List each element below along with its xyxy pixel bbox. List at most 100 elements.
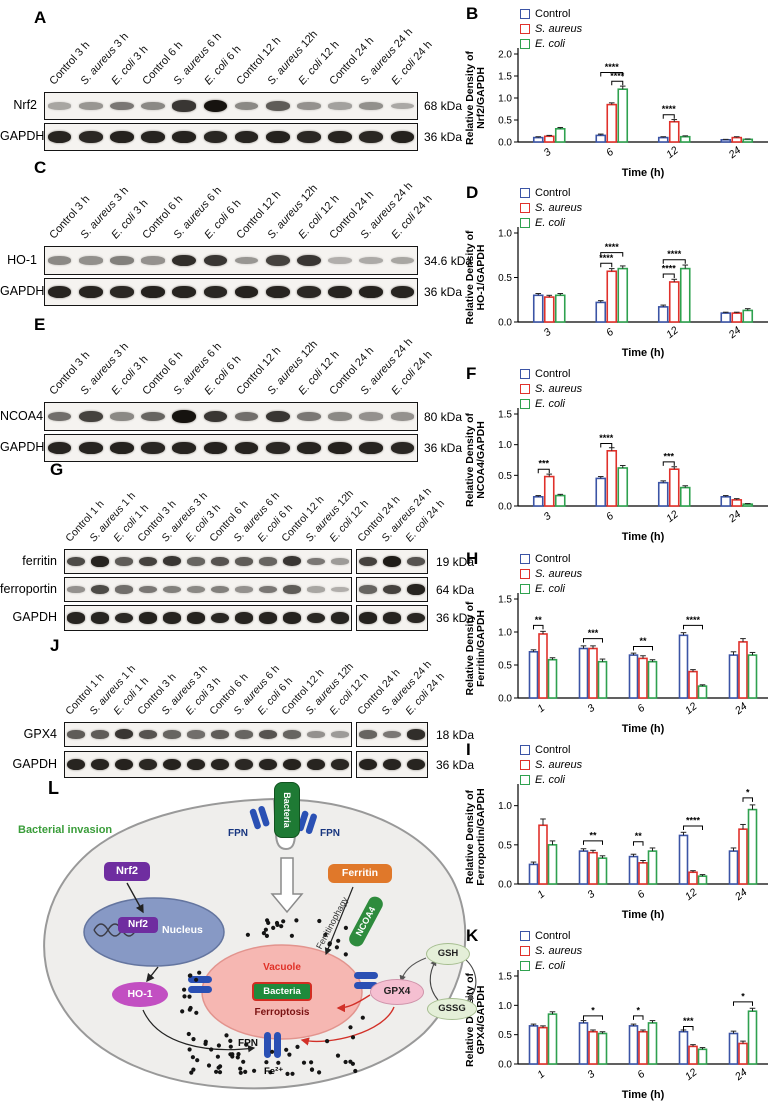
bar-K-E. coli-24 [747,1010,758,1065]
svg-text:****: **** [599,253,614,263]
lane-label: Control 6 h [140,39,186,88]
lane-label: S. aureus 12h [265,182,320,242]
blot-band [234,286,259,298]
blot-row-name: Nrf2 [13,98,37,112]
svg-text:12: 12 [683,886,700,903]
lane-label: E. coli 6 h [255,675,296,718]
bacteria-top-box: Bacteria [274,782,300,838]
blot-band [406,612,426,624]
legend-item: Control [520,743,582,757]
blot-band [390,442,415,454]
entry-arrow [270,857,304,914]
legend-item: E. coli [520,216,582,230]
legend-label: E. coli [535,960,565,972]
bar-B-Control-24 [720,139,732,143]
bar-K-E. coli-6 [647,1022,658,1065]
lane-label: Control 6 h [207,671,251,718]
panel-letter-F: F [466,364,477,383]
blot-box-GPX4 [356,722,428,747]
legend-swatch [520,569,530,579]
svg-text:0.0: 0.0 [498,880,512,891]
legend-label: E. coli [535,398,565,410]
blot-band [282,758,302,771]
bar-H-Control-12 [678,634,689,699]
blot-band [78,131,103,143]
legend-item: E. coli [520,37,582,51]
kda-label: 36 kDa [424,285,463,299]
lane-label: E. coli 3 h [183,502,224,545]
blot-band [330,731,350,738]
bacteria-inner-box: Bacteria [252,982,312,1001]
bar-H-E. coli-6 [647,660,658,699]
blot-band [66,556,86,567]
blot-band [47,102,72,110]
svg-text:Time (h): Time (h) [622,723,665,735]
blot-band [186,730,206,739]
blot-box-GAPDH [64,751,352,778]
blot-band [114,585,134,594]
bar-F-S. aureus-3 [543,475,555,507]
fpn-transporter-vacuole-left [188,976,212,993]
lane-label: Control 24 h [327,34,377,88]
arrow-ho1-to-fpn [142,1009,256,1053]
lane-label: E. coli 12 h [327,497,372,545]
legend-swatch [520,554,530,564]
blot-band [234,101,259,111]
legend-swatch [520,203,530,213]
fe2-label: Fe²⁺ [264,1066,284,1077]
legend-label: E. coli [535,583,565,595]
legend-label: Control [535,553,571,565]
blot-band [210,758,230,771]
gsh-ellipse: GSH [426,943,470,965]
blot-box-ferritin [356,549,428,574]
legend-label: S. aureus [535,945,583,957]
svg-text:**: ** [639,636,647,646]
legend-swatch [520,369,530,379]
svg-text:0.5: 0.5 [498,1030,512,1041]
blot-band [172,286,197,298]
blot-band [265,286,290,298]
panel-letter-E: E [34,315,46,334]
panel-L-diagram: L Bacterial invasion Bacteria FPN FPN Nr… [6,776,490,1104]
svg-text:12: 12 [664,324,681,341]
blot-band [66,730,86,739]
bar-K-Control-12 [678,1030,689,1065]
svg-text:1.0: 1.0 [498,94,512,105]
blot-band [330,586,350,593]
bar-I-S. aureus-24 [738,828,748,885]
lane-label: E. coli 6 h [202,43,245,88]
blot-band [306,586,326,593]
lane-label: S. aureus 1 h [87,662,139,718]
blot-band [328,257,352,264]
blot-row-name: GPX4 [23,726,57,741]
blot-band [203,131,228,143]
lane-label: Control 12 h [233,344,283,398]
blot-band [186,758,206,771]
kda-label: 36 kDa [424,441,463,455]
bar-I-E. coli-3 [597,857,608,885]
blot-band [186,612,206,624]
lane-label: Control 12 h [279,493,327,545]
fpn-right-label: FPN [320,828,340,839]
blot-band [141,131,165,143]
ferritin-box: Ferritin [328,864,392,883]
legend-swatch [520,961,530,971]
bar-I-S. aureus-3 [588,851,598,885]
legend-swatch [520,931,530,941]
legend-label: S. aureus [535,23,583,35]
blot-band [90,556,110,567]
blot-band [234,411,259,422]
bar-K-E. coli-3 [597,1032,608,1065]
bar-K-S. aureus-12 [688,1045,698,1065]
blot-band [258,585,278,594]
bar-K-S. aureus-3 [588,1030,598,1065]
svg-text:1.5: 1.5 [498,72,512,83]
svg-text:Relative Density ofNrf2/GAPDH: Relative Density ofNrf2/GAPDH [464,51,487,145]
blot-band [390,286,415,298]
bar-K-S. aureus-1 [538,1026,548,1065]
blot-band [306,557,326,566]
legend-label: S. aureus [535,759,583,771]
nrf2-inner-box: Nrf2 [118,917,158,933]
